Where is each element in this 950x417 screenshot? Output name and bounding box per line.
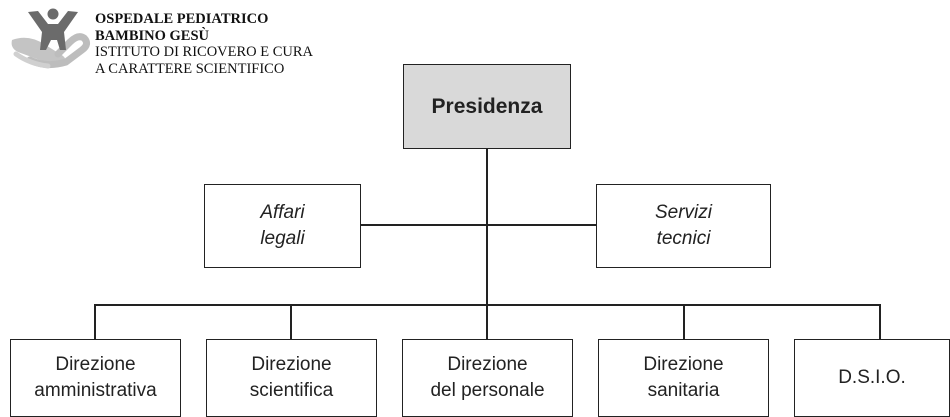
org-subtitle-line: A CARATTERE SCIENTIFICO <box>95 60 285 77</box>
department-label-line2: amministrativa <box>34 380 157 401</box>
affari-legali-box: Affari legali <box>204 184 361 268</box>
presidenza-box: Presidenza <box>403 64 571 149</box>
dsio-box: D.S.I.O. <box>794 339 950 417</box>
direzione-sanitaria-box: Direzione sanitaria <box>598 339 769 417</box>
affari-legali-label-line1: Affari <box>260 202 305 223</box>
servizi-tecnici-label-line2: tecnici <box>656 228 711 249</box>
organization-name: OSPEDALE PEDIATRICO BAMBINO GESÙ ISTITUT… <box>95 11 313 77</box>
department-label-line2: sanitaria <box>647 380 720 401</box>
direzione-personale-box: Direzione del personale <box>402 339 573 417</box>
affari-legali-label-line2: legali <box>260 228 305 249</box>
org-name-line: OSPEDALE PEDIATRICO <box>95 11 269 27</box>
department-label-line2: del personale <box>430 380 545 401</box>
department-label-line1: Direzione <box>55 354 136 375</box>
presidenza-label: Presidenza <box>431 94 543 118</box>
logo-hands <box>11 33 91 69</box>
org-name-line: BAMBINO GESÙ <box>95 27 210 44</box>
department-label-line1: Direzione <box>447 354 528 375</box>
org-subtitle-line: ISTITUTO DI RICOVERO E CURA <box>95 44 314 60</box>
logo-child-figure <box>28 8 78 50</box>
servizi-tecnici-box: Servizi tecnici <box>596 184 771 268</box>
department-label-line1: Direzione <box>643 354 724 375</box>
department-label-line2: scientifica <box>249 380 334 401</box>
direzione-amministrativa-box: Direzione amministrativa <box>10 339 181 417</box>
servizi-tecnici-label-line1: Servizi <box>654 202 712 223</box>
department-label-line1: D.S.I.O. <box>838 367 906 388</box>
department-label-line1: Direzione <box>251 354 332 375</box>
hospital-logo-icon <box>11 8 91 69</box>
direzione-scientifica-box: Direzione scientifica <box>206 339 377 417</box>
